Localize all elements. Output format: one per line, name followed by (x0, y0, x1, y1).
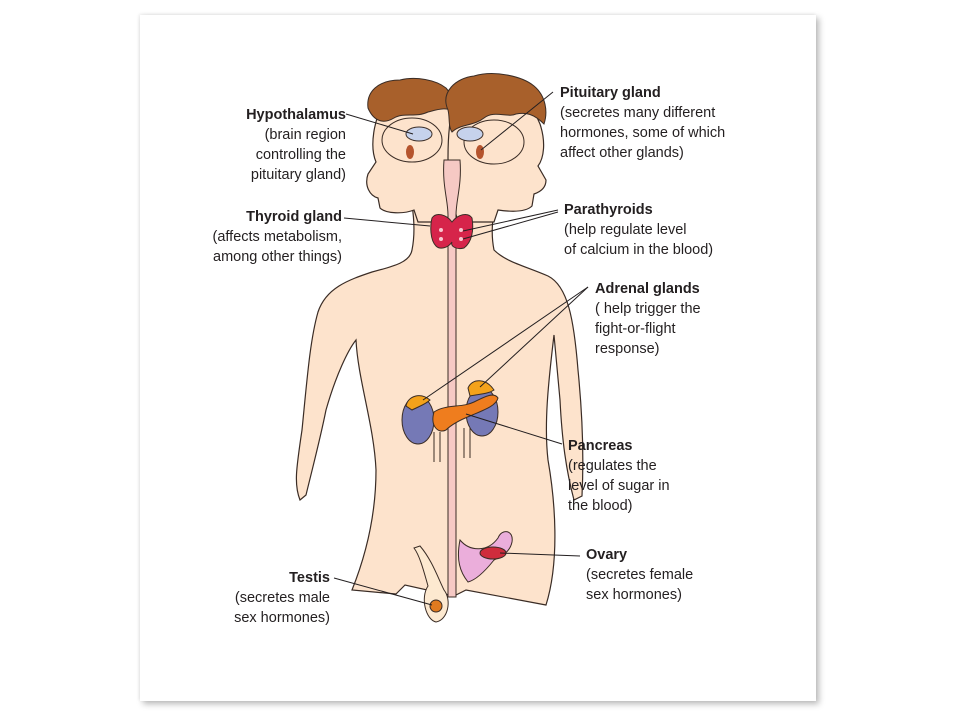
ovary-description: (secretes female sex hormones) (586, 565, 726, 605)
testis-title: Testis (196, 568, 330, 588)
pancreas-description: (regulates the level of sugar in the blo… (568, 456, 718, 516)
ovary-title: Ovary (586, 545, 726, 565)
male-hypothalamus (406, 127, 432, 141)
parathyroid-dot (439, 237, 443, 241)
testis-label: Testis (secretes male sex hormones) (196, 568, 330, 628)
adrenal-title: Adrenal glands (595, 279, 755, 299)
testis-organ (430, 600, 442, 612)
hypothalamus-description: (brain region controlling the pituitary … (196, 125, 346, 185)
testis-description: (secretes male sex hormones) (196, 588, 330, 628)
parathyroid-dot (459, 228, 463, 232)
pituitary-label: Pituitary gland (secretes many different… (560, 83, 760, 163)
adrenal-label: Adrenal glands ( help trigger the fight-… (595, 279, 755, 359)
ovary-label: Ovary (secretes female sex hormones) (586, 545, 726, 605)
hypothalamus-title: Hypothalamus (196, 105, 346, 125)
pancreas-title: Pancreas (568, 436, 718, 456)
thyroid-label: Thyroid gland (affects metabolism, among… (166, 207, 342, 267)
adrenal-description: ( help trigger the fight-or-flight respo… (595, 299, 755, 359)
pancreas-label: Pancreas (regulates the level of sugar i… (568, 436, 718, 516)
parathyroids-label: Parathyroids (help regulate level of cal… (564, 200, 754, 260)
female-pituitary (476, 145, 484, 159)
parathyroid-dot (439, 228, 443, 232)
parathyroids-title: Parathyroids (564, 200, 754, 220)
female-hypothalamus (457, 127, 483, 141)
male-pituitary (406, 145, 414, 159)
hypothalamus-label: Hypothalamus (brain region controlling t… (196, 105, 346, 185)
pituitary-description: (secretes many different hormones, some … (560, 103, 760, 163)
thyroid-title: Thyroid gland (166, 207, 342, 227)
parathyroid-dot (459, 237, 463, 241)
thyroid-description: (affects metabolism, among other things) (166, 227, 342, 267)
parathyroids-description: (help regulate level of calcium in the b… (564, 220, 754, 260)
pituitary-title: Pituitary gland (560, 83, 760, 103)
